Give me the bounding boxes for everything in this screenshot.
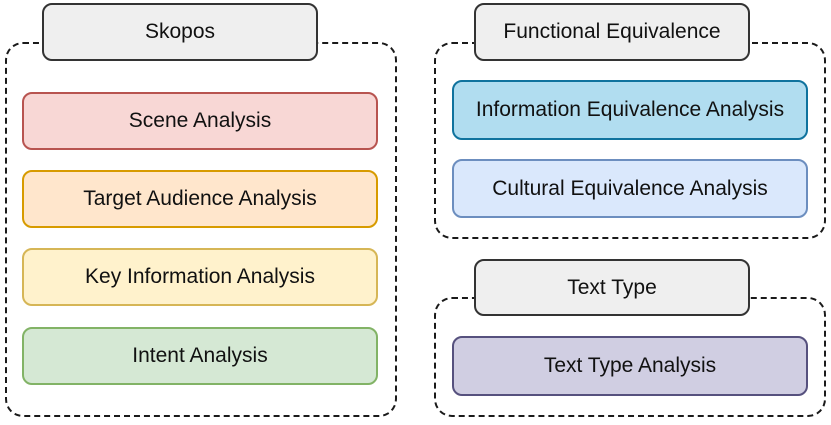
intent-analysis-box: Intent Analysis: [22, 327, 378, 385]
information-equivalence-analysis-box: Information Equivalence Analysis: [452, 80, 808, 140]
target-audience-analysis-box: Target Audience Analysis: [22, 170, 378, 228]
text-type-analysis-box: Text Type Analysis: [452, 336, 808, 396]
scene-analysis-box: Scene Analysis: [22, 92, 378, 150]
text-type-title: Text Type: [474, 259, 750, 316]
cultural-equivalence-analysis-box: Cultural Equivalence Analysis: [452, 159, 808, 218]
skopos-title: Skopos: [42, 3, 318, 61]
functional-equivalence-title: Functional Equivalence: [474, 3, 750, 61]
key-information-analysis-box: Key Information Analysis: [22, 248, 378, 306]
